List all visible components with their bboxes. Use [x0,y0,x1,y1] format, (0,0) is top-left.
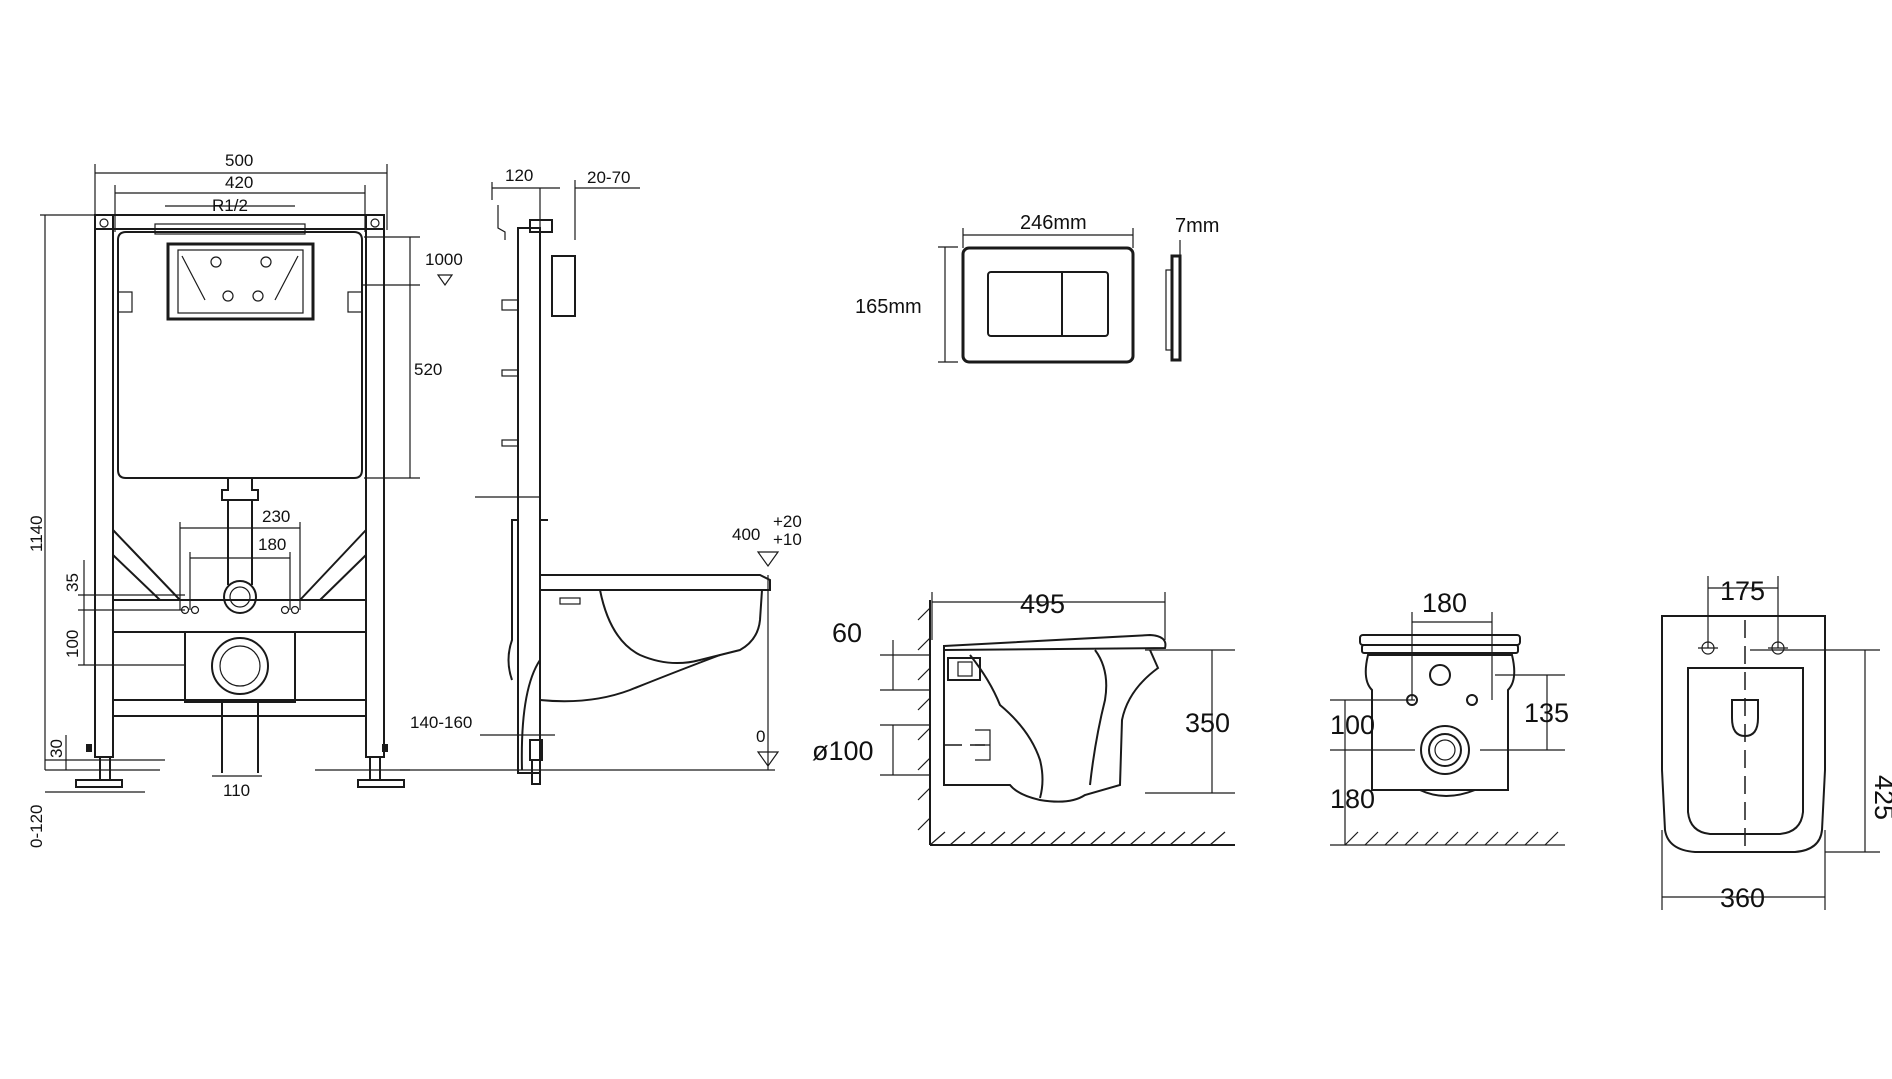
top-bolt-spacing: 175 [1720,576,1765,606]
front-bolt-spacing: 180 [1422,588,1467,618]
side-floor-mark: 0 [756,727,765,746]
front-dim-180: 180 [1330,784,1375,814]
front-dim-135: 135 [1524,698,1569,728]
plate-thickness: 7mm [1175,215,1219,237]
plate-width: 246mm [1020,212,1087,234]
front-dim-100: 100 [1330,710,1375,740]
bowl-dim-60: 60 [832,618,862,648]
frame-span-230: 230 [262,507,290,526]
frame-width-total: 500 [225,151,253,170]
frame-span-180: 180 [258,535,286,554]
frame-dim-100: 100 [63,630,82,658]
frame-dim-30: 30 [47,739,66,758]
frame-foot-adjust: 0-120 [27,805,46,848]
side-depth-range: 140-160 [410,713,472,732]
frame-width-inner: 420 [225,173,253,192]
bowl-pipe-diameter: ø100 [812,736,874,766]
frame-mark-1000: 1000 [425,250,463,269]
bowl-side-view: 495 60 ø100 350 [812,589,1235,846]
bowl-length: 495 [1020,589,1065,619]
frame-height-total: 1140 [27,515,46,552]
plate-height: 165mm [855,296,922,318]
frame-inlet-label: R1/2 [212,196,248,215]
bowl-top-view: 175 425 360 [1661,576,1892,913]
frame-dim-35: 35 [63,573,82,592]
bowl-height: 350 [1185,708,1230,738]
side-bowl-height: 400 [732,525,760,544]
frame-tank-height: 520 [414,360,442,379]
side-tolerance-b: +10 [773,530,802,549]
frame-side-view: 120 20-70 400 +20 +10 0 140-160 [400,166,802,785]
side-tolerance-a: +20 [773,512,802,531]
bowl-front-view: 180 135 100 180 [1330,588,1569,846]
top-length: 425 [1869,775,1892,820]
frame-outlet-width: 110 [223,781,250,800]
side-wall-adjust: 20-70 [587,168,630,187]
side-depth: 120 [505,166,533,185]
flush-plate: 246mm 165mm 7mm [855,212,1219,364]
top-width: 360 [1720,883,1765,913]
frame-front-view: 500 420 R1/2 [27,151,463,848]
